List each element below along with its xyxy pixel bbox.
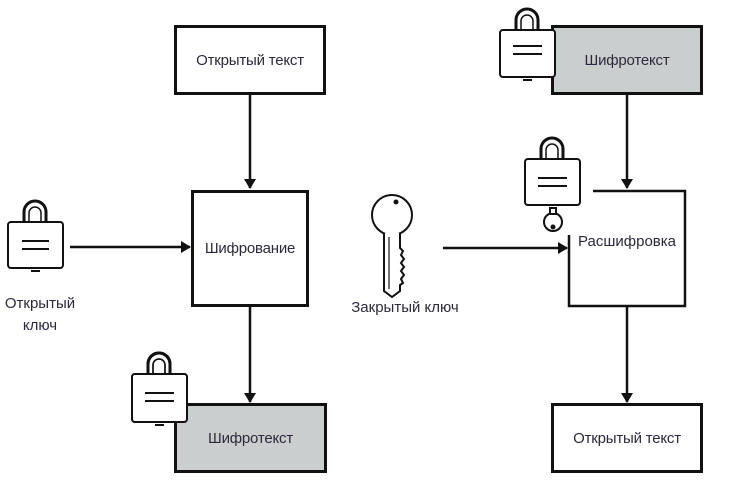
plaintext-label: Открытый текст xyxy=(196,51,304,69)
padlock-icon xyxy=(499,7,556,81)
plaintext-box: Открытый текст xyxy=(174,25,326,95)
key-icon xyxy=(371,194,413,299)
ciphertext-box: Шифротекст xyxy=(174,403,327,473)
padlock-with-keyhole-icon xyxy=(524,136,581,232)
ciphertext-box: Шифротекст xyxy=(551,25,703,95)
padlock-icon xyxy=(7,199,64,272)
public-key-label-line1: Открытый xyxy=(4,295,76,312)
private-key-label: Закрытый ключ xyxy=(351,299,459,316)
plaintext-label: Открытый текст xyxy=(573,429,681,447)
padlock-icon xyxy=(131,351,188,426)
padlock-overlay xyxy=(499,7,556,81)
decryption-label: Расшифровка xyxy=(578,233,676,250)
decryption-box-outline xyxy=(567,189,687,308)
plaintext-box: Открытый текст xyxy=(551,403,703,473)
public-key-label-line2: ключ xyxy=(22,317,58,334)
ciphertext-label: Шифротекст xyxy=(208,429,293,447)
public-key-label: Открытый ключ xyxy=(0,293,80,337)
padlock-overlay xyxy=(131,351,188,426)
encryption-label: Шифрование xyxy=(204,240,296,257)
ciphertext-label: Шифротекст xyxy=(584,51,670,69)
decryption-box: Расшифровка xyxy=(569,191,685,306)
encryption-box: Шифрование xyxy=(191,190,309,307)
